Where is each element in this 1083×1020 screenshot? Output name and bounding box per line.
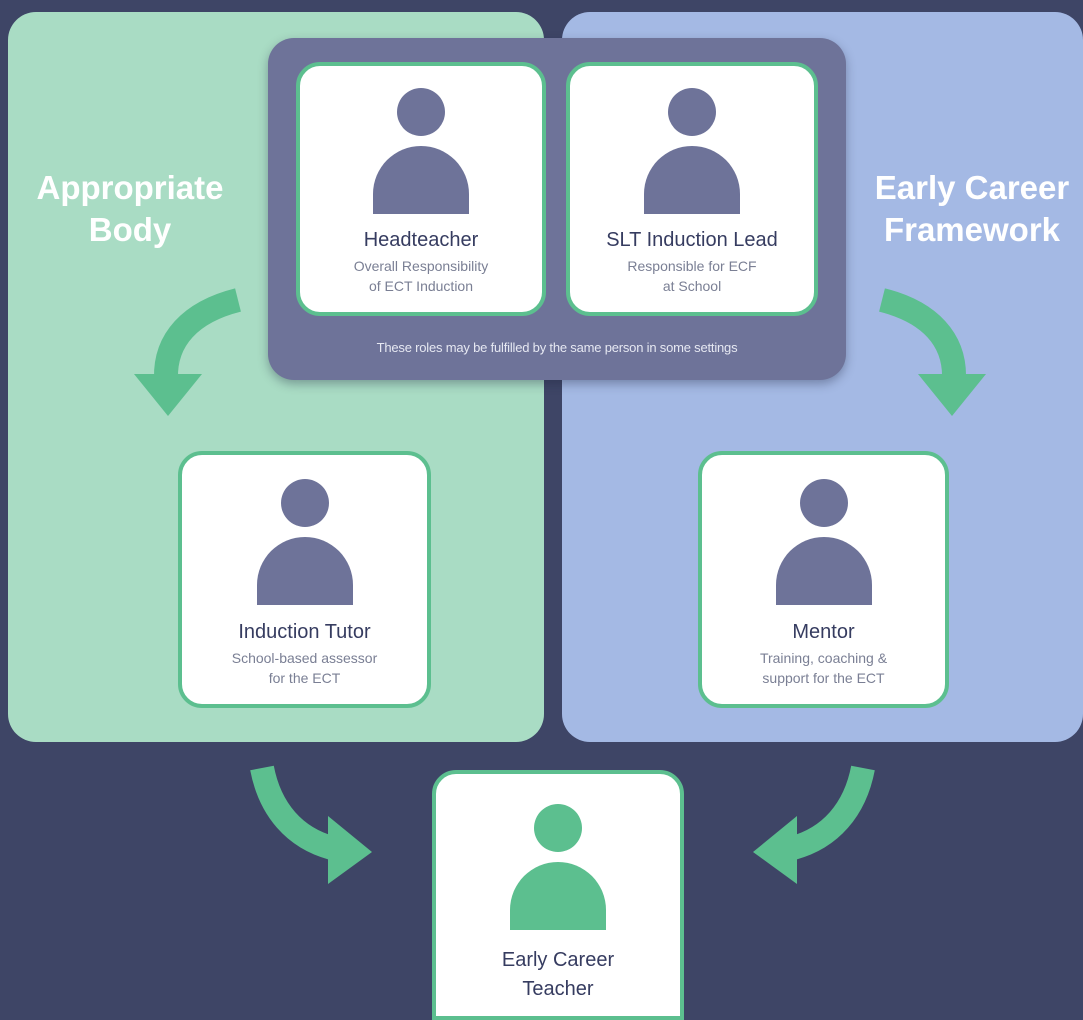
headteacher-description: Overall Responsibility of ECT Induction	[353, 258, 489, 294]
mentor-card: Mentor Training, coaching & support for …	[698, 451, 949, 708]
person-icon	[256, 479, 353, 605]
slt-induction-lead-name: SLT Induction Lead	[606, 229, 778, 251]
leadership-group-note: These roles may be fulfilled by the same…	[376, 340, 738, 355]
headteacher-name: Headteacher	[363, 229, 479, 251]
headteacher-card: Headteacher Overall Responsibility of EC…	[296, 62, 546, 316]
curved-arrow-icon	[134, 288, 242, 416]
slt-induction-lead-description: Responsible for ECF at School	[627, 258, 757, 294]
induction-tutor-description: School-based assessor for the ECT	[231, 650, 378, 686]
curved-arrow-icon	[878, 288, 986, 416]
curved-arrow-icon	[250, 765, 372, 884]
early-career-framework-title: Early Career Framework	[874, 169, 1070, 248]
person-icon	[644, 88, 740, 214]
person-icon	[373, 88, 469, 214]
early-career-teacher-name: Early Career Teacher	[501, 949, 615, 1000]
induction-tutor-name: Induction Tutor	[238, 621, 371, 643]
person-icon	[510, 804, 606, 930]
mentor-name: Mentor	[792, 621, 855, 643]
slt-induction-lead-card: SLT Induction Lead Responsible for ECF a…	[566, 62, 818, 316]
person-icon	[775, 479, 872, 605]
induction-tutor-card: Induction Tutor School-based assessor fo…	[178, 451, 431, 708]
mentor-description: Training, coaching & support for the ECT	[759, 650, 888, 686]
curved-arrow-icon	[753, 765, 875, 884]
appropriate-body-title: Appropriate Body	[36, 169, 224, 248]
early-career-teacher-card: Early Career Teacher	[432, 770, 684, 1020]
